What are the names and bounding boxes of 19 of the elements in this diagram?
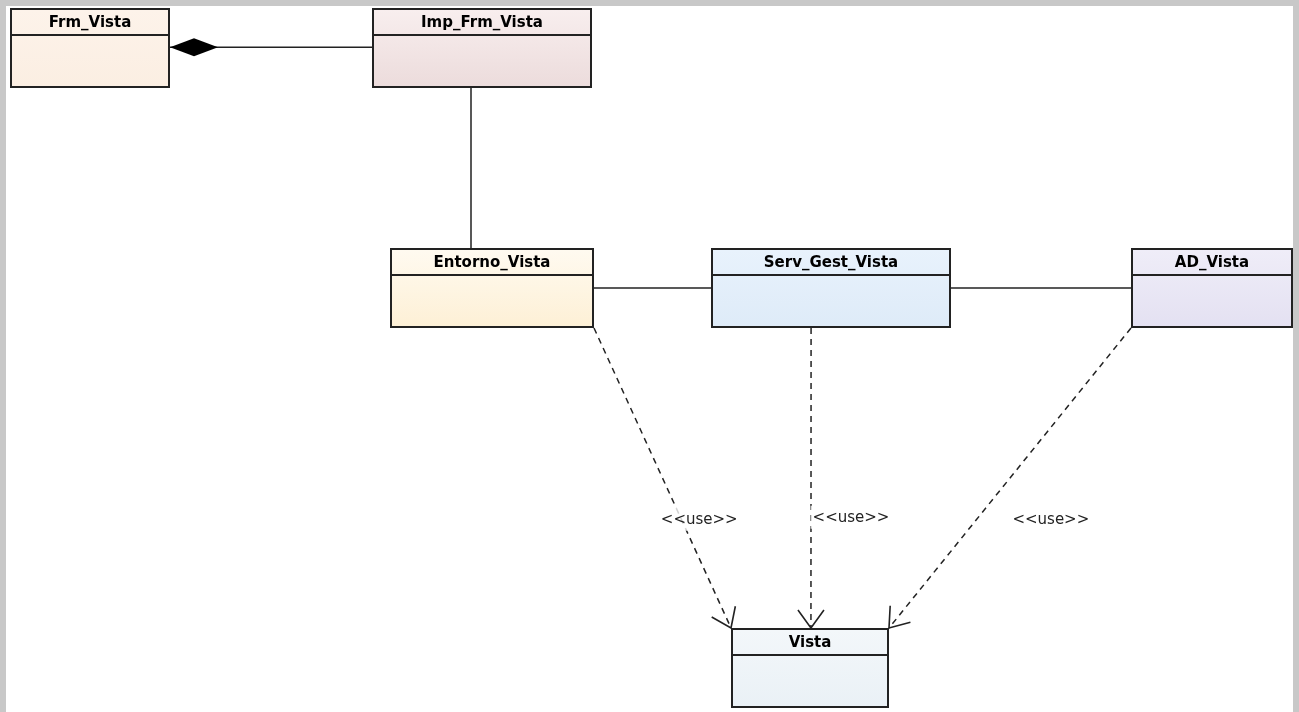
class-name: Vista bbox=[788, 634, 832, 650]
class-name: Entorno_Vista bbox=[433, 254, 551, 270]
dependency-arrow bbox=[888, 327, 1132, 629]
class-box bbox=[10, 8, 170, 88]
association-line bbox=[470, 87, 472, 249]
dependency-arrow bbox=[797, 327, 825, 629]
class-box bbox=[372, 8, 592, 88]
association-line bbox=[593, 287, 712, 289]
class-name: Imp_Frm_Vista bbox=[421, 14, 543, 30]
class-name: Serv_Gest_Vista bbox=[763, 254, 899, 270]
class-box bbox=[1131, 248, 1293, 328]
association-line bbox=[950, 287, 1132, 289]
class-box bbox=[711, 248, 951, 328]
class-box bbox=[390, 248, 594, 328]
class-name: AD_Vista bbox=[1174, 254, 1250, 270]
dependency-arrow bbox=[593, 327, 737, 629]
composition-line bbox=[169, 38, 373, 57]
class-name: Frm_Vista bbox=[48, 14, 132, 30]
class-box bbox=[731, 628, 889, 708]
